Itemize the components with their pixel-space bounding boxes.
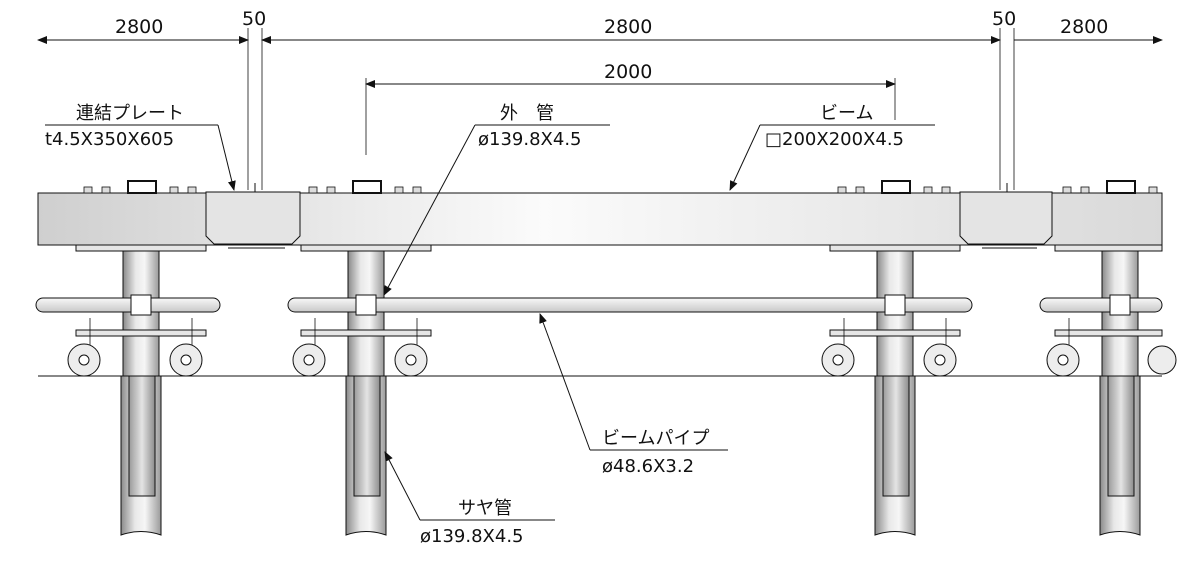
beam-pipe xyxy=(287,297,973,313)
caster-wheel xyxy=(1147,345,1177,375)
caster-wheel xyxy=(169,343,203,377)
leader-lines xyxy=(45,124,935,521)
dim-span-left: 2800 xyxy=(115,16,163,38)
sleeve-pipe xyxy=(874,375,916,536)
sleeve-name-label: サヤ管 xyxy=(458,498,512,519)
connecting-plates xyxy=(205,183,1053,249)
caster-wheel xyxy=(1046,343,1080,377)
dimension-lines xyxy=(37,28,1163,190)
connecting-plate xyxy=(205,191,301,245)
caster-wheel xyxy=(292,343,326,377)
casters xyxy=(67,318,1177,377)
beam-pipe xyxy=(35,297,221,313)
sleeve-pipe xyxy=(120,375,162,536)
plate-name-label: 連結プレート xyxy=(76,103,184,124)
plate-spec-label: t4.5X350X605 xyxy=(45,129,174,150)
sleeve-pipe xyxy=(1099,375,1141,536)
beam-pipe-name-label: ビームパイプ xyxy=(602,428,709,449)
beam-pipe xyxy=(1039,297,1163,313)
caster-wheel xyxy=(923,343,957,377)
sleeve-spec-label: ø139.8X4.5 xyxy=(420,526,524,547)
outer-pipe-name-label: 外 管 xyxy=(500,103,554,124)
sleeve-pipes xyxy=(120,375,1141,536)
dim-span-center: 2800 xyxy=(604,16,652,38)
caster-wheel xyxy=(394,343,428,377)
caster-wheel xyxy=(67,343,101,377)
beam-pipe-spec-label: ø48.6X3.2 xyxy=(602,456,694,477)
beam-pipes xyxy=(35,294,1163,316)
dim-inner-span: 2000 xyxy=(604,61,652,83)
beam-spec-label: □200X200X4.5 xyxy=(765,129,904,150)
dim-span-right: 2800 xyxy=(1060,16,1108,38)
sleeve-pipe xyxy=(345,375,387,536)
dim-gap-left: 50 xyxy=(242,8,266,30)
dim-gap-right: 50 xyxy=(992,8,1016,30)
connecting-plate xyxy=(959,191,1053,245)
beam-name-label: ビーム xyxy=(820,103,873,124)
outer-pipe-spec-label: ø139.8X4.5 xyxy=(478,129,582,150)
caster-wheel xyxy=(821,343,855,377)
outer-pipes xyxy=(122,249,1139,377)
